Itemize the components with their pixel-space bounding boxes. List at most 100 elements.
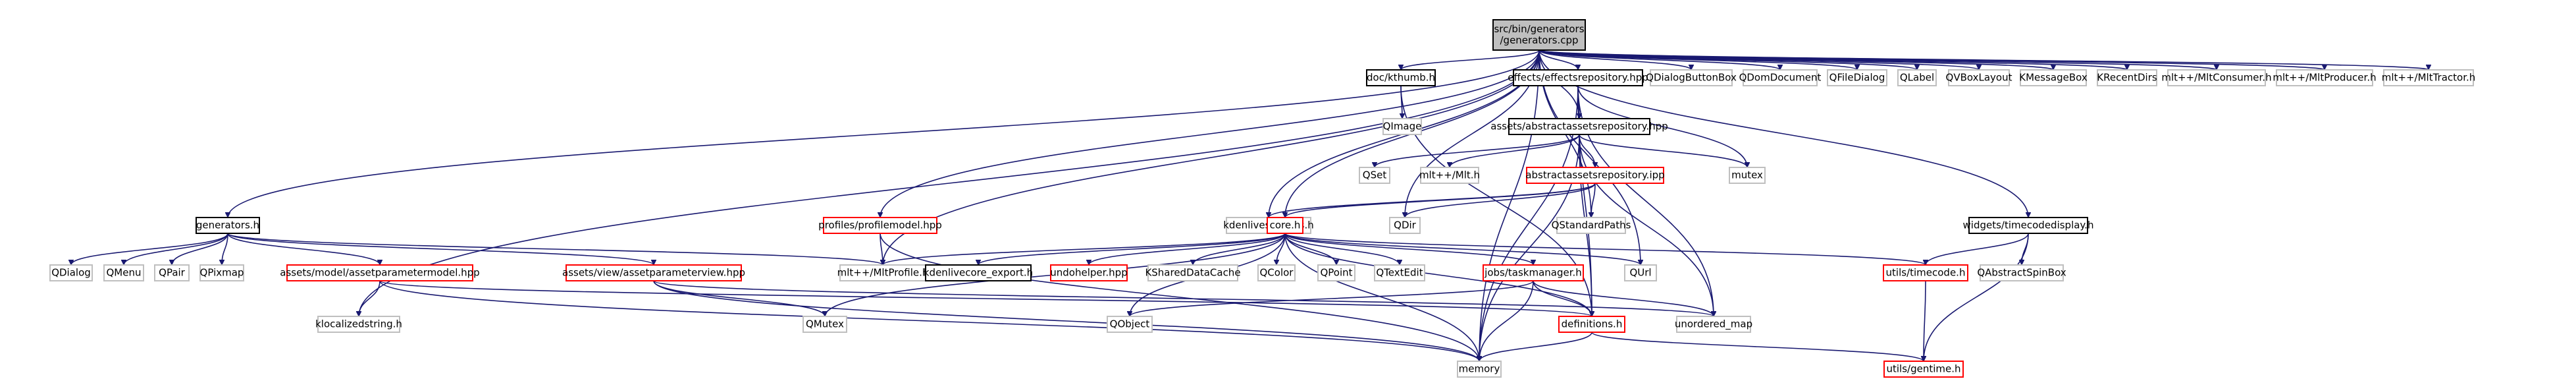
node-utils-timecode-h[interactable]: utils/timecode.h [1883,264,1968,281]
include-nodes: src/bin/generators/generators.cpp generat… [49,19,2475,378]
node-box [802,316,847,333]
node-qpair: QPair [154,264,190,281]
node-kmessagebox: KMessageBox [2019,69,2088,86]
node-effects-effectsrepository-hpp[interactable]: effects/effectsrepository.hpp [1508,69,1648,86]
edge-absassetsrepo_hpp-to-qset [1375,134,1580,168]
edge-absassetsrepo_ipp-to-qstandardpaths [1591,183,1596,218]
node-box [286,264,473,281]
node-qdir: QDir [1389,217,1421,234]
node-krecentdirs: KRecentDirs [2097,69,2157,86]
edge-timecodedisplay-to-utils_timecode [1926,233,2029,266]
node-assets-view-assetparameterview-hpp[interactable]: assets/view/assetparameterview.hpp [562,264,745,281]
node-box [823,217,937,234]
node-label: QImage [1383,121,1422,132]
node-box [1483,264,1584,281]
edge-taskmanager-to-memory [1479,280,1534,361]
node-mlt-mlt-h: mlt++/Mlt.h [1419,167,1480,184]
edge-root-to-qurl [1538,49,1641,265]
node-label: QUrl [1629,267,1651,279]
node-mlt-mlttractor-h: mlt++/MltTractor.h [2382,69,2475,86]
node-label: assets/model/assetparametermodel.hpp [280,267,479,279]
node-assets-model-assetparametermodel-hpp[interactable]: assets/model/assetparametermodel.hpp [280,264,480,281]
node-kshareddatacache: KSharedDataCache [1145,264,1241,281]
edge-root-to-mltconsumer [1538,49,2217,71]
node-qmutex: QMutex [802,316,847,333]
node-box [2020,69,2087,86]
node-label: QPoint [1320,267,1352,279]
node-box [196,217,260,234]
edge-assetparammodel-to-memory [379,280,1479,362]
node-src-bin-generators-generators-cpp[interactable]: src/bin/generators/generators.cpp [1492,19,1586,51]
node-qstandardpaths: QStandardPaths [1552,217,1631,234]
node-jobs-taskmanager-h[interactable]: jobs/taskmanager.h [1483,264,1584,281]
node-label: QStandardPaths [1552,219,1631,231]
node-box [2167,69,2266,86]
node-widgets-timecodedisplay-h[interactable]: widgets/timecodedisplay.h [1963,217,2094,234]
node-box [1257,264,1296,281]
node-box [1883,264,1968,281]
node-label: assets/view/assetparameterview.hpp [562,267,745,279]
edge-assetparammodel-to-klocalizedstring [359,280,381,317]
node-qlabel: QLabel [1897,69,1937,86]
node-label: /generators.cpp [1500,34,1579,46]
edge-taskmanager-to-definitions [1533,280,1592,317]
node-klocalizedstring-h: klocalizedstring.h [315,316,402,333]
edge-root-to-mltprofile [883,49,1540,265]
node-qvboxlayout: QVBoxLayout [1946,69,2012,86]
node-label: QPixmap [200,267,244,279]
node-label: mlt++/Mlt.h [1419,169,1480,181]
node-label: QLabel [1900,72,1934,84]
node-box [925,264,1032,281]
edge-core_h-to-qurl [1284,233,1641,266]
node-box [1457,361,1502,378]
node-label: QDir [1394,219,1417,231]
node-box [1743,69,1818,86]
node-qset: QSet [1359,167,1390,184]
node-kdenlivecore-export-h[interactable]: kdenlivecore_export.h [924,264,1033,281]
node-label: undohelper.hpp [1050,267,1127,279]
node-qobject: QObject [1107,316,1153,333]
edge-utils_timecode-to-gentime [1924,280,1926,361]
node-qtextedit: QTextEdit [1374,264,1425,281]
edge-definitions-to-gentime [1591,332,1924,362]
node-box [1492,19,1586,51]
node-box [1624,264,1657,281]
node-box [2097,69,2157,86]
node-qmenu: QMenu [103,264,144,281]
node-box [1980,264,2064,281]
node-undohelper-hpp[interactable]: undohelper.hpp [1050,264,1128,281]
edge-effectsrepo-to-memory [1479,85,1579,361]
node-core-h[interactable]: core.h [1267,217,1303,234]
edge-root-to-doc_kthumb [1401,49,1540,71]
node-profiles-profilemodel-hpp[interactable]: profiles/profilemodel.hpp [818,217,942,234]
node-label: effects/effectsrepository.hpp [1508,72,1648,84]
node-label: QFileDialog [1829,72,1885,84]
edge-absassetsrepo_hpp-to-mlth [1450,134,1580,168]
node-label: mlt++/MltProfile.h [837,267,929,279]
node-generators-h[interactable]: generators.h [196,217,260,234]
node-assets-abstractassetsrepository-hpp[interactable]: assets/abstractassetsrepository.hpp [1490,118,1668,135]
node-mlt-mltconsumer-h: mlt++/MltConsumer.h [2161,69,2272,86]
node-label: abstractassetsrepository.ipp [1525,169,1664,181]
node-definitions-h[interactable]: definitions.h [1558,316,1625,333]
edge-root-to-mlttractor [1538,49,2429,71]
node-utils-gentime-h[interactable]: utils/gentime.h [1883,361,1964,378]
node-label: src/bin/generators [1494,23,1584,35]
edge-generators_h-to-qpair [172,233,228,266]
node-mutex: mutex [1729,167,1766,184]
edge-generators_h-to-mltprofile [227,233,883,266]
node-doc-kthumb-h[interactable]: doc/kthumb.h [1366,69,1436,86]
node-unordered-map: unordered_map [1675,316,1752,333]
node-qurl: QUrl [1624,264,1657,281]
edge-taskmanager-to-unordered_map [1533,280,1714,317]
edge-absassetsrepo_hpp-to-absassetsrepo_ipp [1579,134,1595,168]
edge-root-to-klocalizedstring [359,49,1540,316]
edge-core_h-to-taskmanager [1284,233,1533,266]
node-label: QMenu [107,267,142,279]
node-abstractassetsrepository-ipp[interactable]: abstractassetsrepository.ipp [1525,167,1665,184]
edge-timecodedisplay-to-gentime [1924,233,2029,361]
node-label: KMessageBox [2019,72,2088,84]
node-box [317,316,400,333]
node-box [1650,69,1733,86]
node-box [1050,264,1128,281]
